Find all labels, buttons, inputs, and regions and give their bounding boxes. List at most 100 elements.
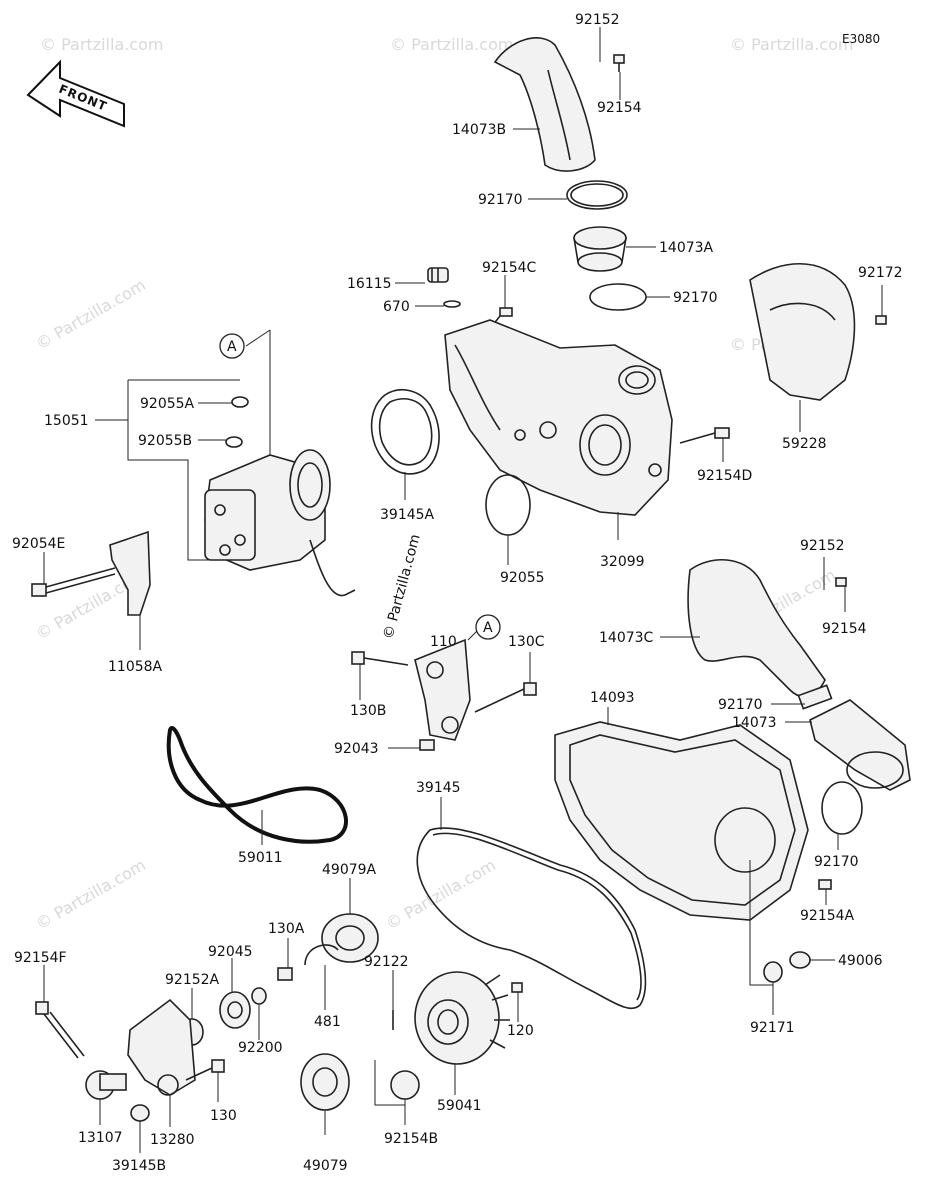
part-label: 14073 [732,715,777,731]
front-arrow-icon: FRONT [26,59,125,128]
bolt-92154f [35,1001,85,1059]
part-label: 92171 [750,1020,795,1036]
part-label: 92154A [800,908,855,924]
clamp-92170-right [821,781,863,835]
part-label: 92172 [858,265,903,281]
part-label: 92200 [238,1040,283,1056]
bearing-92045 [219,991,251,1029]
o-ring-92055 [485,474,531,536]
part-label: 59011 [238,850,283,866]
bracket-11058a [109,530,151,616]
part-label: 39145A [380,507,435,523]
part-label: 16115 [347,276,392,292]
part-label: 92045 [208,944,253,960]
watermark: © Partzilla.com [383,855,499,933]
outer-cover-14093 [554,721,809,921]
part-label: 92154D [697,468,752,484]
bolt-92154e [31,567,116,597]
part-label: 92170 [673,290,718,306]
part-label: 130C [508,634,545,650]
part-label: 92154C [482,260,537,276]
part-label: 11058A [108,659,163,675]
washer-39145b [130,1104,150,1122]
clamp-92170-second [589,283,647,311]
bolt-92154-right [835,577,847,587]
ref-marker-a-top: A [219,333,245,359]
part-label: 14073B [452,122,506,138]
part-label: 13107 [78,1130,123,1146]
part-label: 13280 [150,1132,195,1148]
part-label: 59041 [437,1098,482,1114]
part-label: 92154 [597,100,642,116]
watermark: © Partzilla.com [33,275,149,353]
pivot-13107 [85,1070,127,1100]
part-label: 92170 [814,854,859,870]
gasket-39145 [416,827,647,1010]
part-label: 92122 [364,954,409,970]
part-label: 15051 [44,413,89,429]
part-label: 92152 [800,538,845,554]
plug-92154b [390,1070,420,1100]
watermark: © Partzilla.com [40,35,163,54]
clamp-92170-top [566,180,628,210]
bolt-92172 [875,315,887,325]
diagram-code: E3080 [842,32,880,46]
cover-59228 [749,263,856,401]
part-label: 14073A [659,240,714,256]
part-label: 49079 [303,1158,348,1174]
circlip-481 [304,944,339,966]
bracket-110 [414,638,471,741]
ref-marker-text: A [227,339,237,355]
watermark-vertical: © Partzilla.com [380,533,423,642]
part-label: 39145B [112,1158,166,1174]
washer-92200 [251,987,267,1005]
tensioner-13280 [127,998,196,1096]
bolt-92154a [818,879,832,890]
belt-59011 [166,726,348,844]
part-label: 92055 [500,570,545,586]
part-label: 481 [314,1014,341,1030]
part-label: 120 [507,1023,534,1039]
compressor-15051 [204,396,356,597]
ref-marker-a-mid: A [475,614,501,640]
watermark: © Partzilla.com [390,35,513,54]
part-label: 49079A [322,862,377,878]
o-ring-670 [443,300,461,308]
part-label: 92055B [138,433,192,449]
part-label: 92152 [575,12,620,28]
part-label: 39145 [416,780,461,796]
part-label: 92170 [478,192,523,208]
part-label: 92154 [822,621,867,637]
watermark: © Partzilla.com [33,855,149,933]
part-label: 130B [350,703,386,719]
ref-marker-text: A [483,620,493,636]
bolt-92154d [679,427,730,444]
plug-49006 [789,951,811,969]
clip-92171 [763,961,783,983]
collar-92043 [419,739,435,751]
cap-16115 [427,267,449,283]
part-label: 92055A [140,396,195,412]
part-label: 92170 [718,697,763,713]
duct-14073b [493,37,596,172]
bolt-120 [511,982,523,993]
inner-cover-32099 [444,319,673,516]
part-label: 92154F [14,950,67,966]
bolt-130b [351,651,409,666]
fan-59041 [414,971,510,1065]
part-label: 130A [268,921,305,937]
hose-14073a [573,226,627,272]
part-label: 59228 [782,436,827,452]
part-label: 670 [383,299,410,315]
hose-14073 [797,684,911,791]
part-label: 14093 [590,690,635,706]
part-label: 49006 [838,953,883,969]
bolt-130a [277,967,293,981]
leader-lines [43,27,883,1153]
bolt-92154-top [613,54,625,72]
part-label: 110 [430,634,457,650]
part-label: 32099 [600,554,645,570]
watermark: © Partzilla.com [730,35,853,54]
part-labels: 92152 92154 14073B 92170 14073A 92154C 1… [12,12,903,1174]
